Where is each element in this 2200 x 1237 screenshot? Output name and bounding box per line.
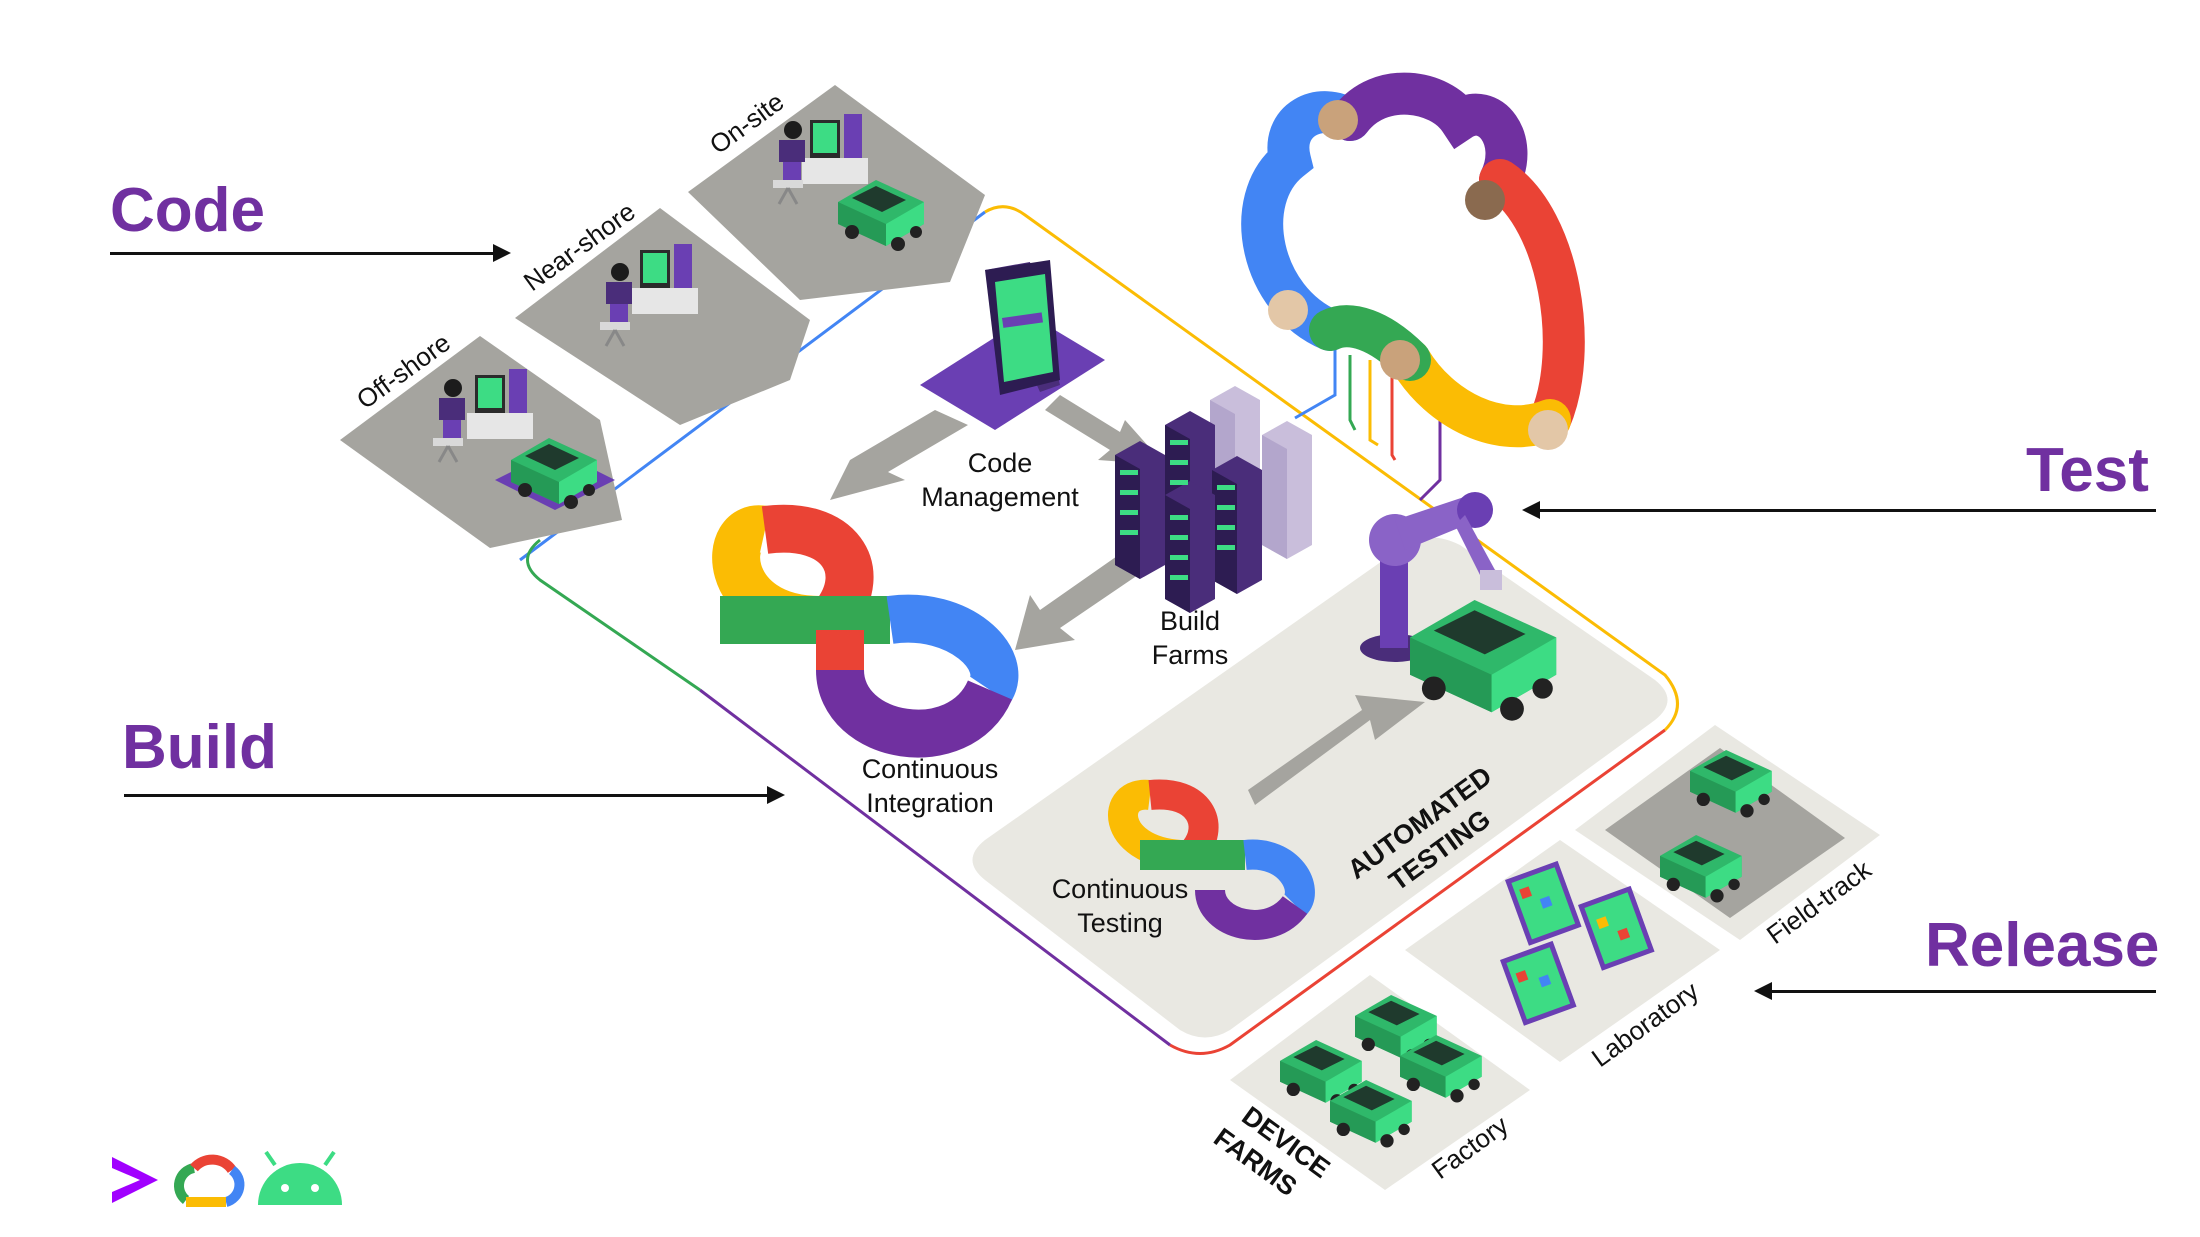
svg-text:Code: Code: [968, 448, 1033, 478]
stage-label-build: Build: [122, 713, 277, 782]
farm-fieldtrack: Field-track: [1575, 725, 1880, 950]
continuous-integration-label: Continuous Integration: [862, 754, 999, 818]
cloud-hands-icon: [1241, 72, 1585, 448]
google-cloud-logo: [174, 1154, 245, 1207]
accenture-logo: [112, 1157, 158, 1203]
stage-label-code: Code: [110, 176, 265, 245]
cloud-wires: [1294, 345, 1442, 502]
svg-text:Integration: Integration: [866, 788, 994, 818]
release-arrow: [1754, 982, 2156, 1000]
continuous-testing-label: Continuous Testing: [1052, 874, 1189, 938]
svg-text:Continuous: Continuous: [1052, 874, 1189, 904]
board-edge-bottom: [1169, 728, 1666, 1055]
laptop-icon: [920, 260, 1105, 430]
svg-text:Build: Build: [1160, 606, 1220, 636]
stage-label-test: Test: [2026, 436, 2149, 505]
continuous-testing-icon: [1108, 779, 1315, 940]
build-arrow: [124, 786, 785, 804]
board-edge-left-upper: [526, 538, 701, 692]
cloud-hand-details: [1268, 100, 1568, 450]
board-edge-right: [984, 205, 1679, 732]
code-management-label: Code Management: [921, 448, 1079, 512]
code-arrow: [110, 244, 511, 262]
test-arrow: [1522, 501, 2156, 519]
svg-text:Testing: Testing: [1077, 908, 1163, 938]
svg-text:Continuous: Continuous: [862, 754, 999, 784]
stage-label-release: Release: [1925, 911, 2160, 980]
svg-text:Management: Management: [921, 482, 1079, 512]
continuous-integration-icon: [712, 504, 1019, 758]
build-farms-icon: [1115, 386, 1312, 613]
svg-text:Farms: Farms: [1152, 640, 1229, 670]
build-farms-label: Build Farms: [1152, 606, 1229, 670]
android-logo: [258, 1150, 342, 1205]
site-offshore: Off-shore: [340, 327, 622, 548]
board-edge-left-lower: [699, 688, 1171, 1047]
